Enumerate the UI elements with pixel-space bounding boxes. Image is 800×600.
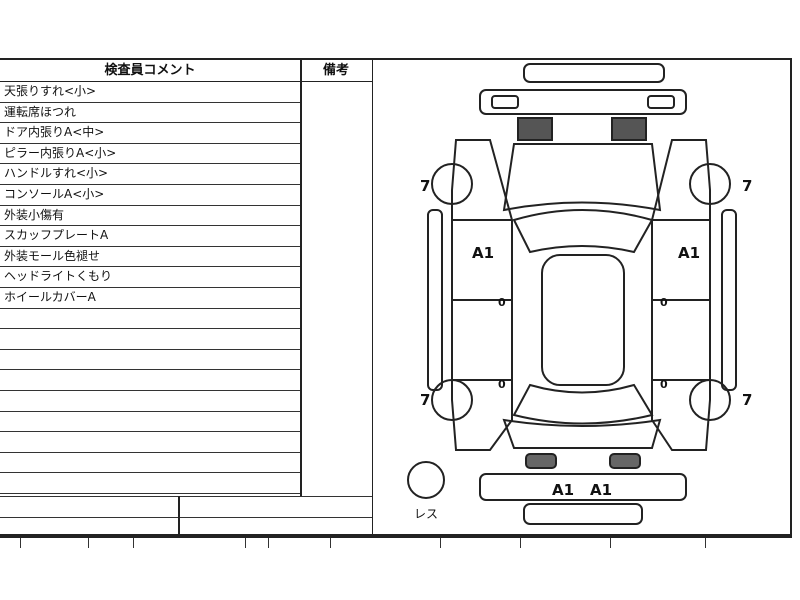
left-side-sill <box>427 209 443 391</box>
rear-bumper-bottom <box>523 503 643 525</box>
comment-row: ハンドルすれ<小> <box>0 164 300 185</box>
panel-mark-label: A1 <box>678 244 700 262</box>
divider <box>0 517 372 519</box>
front-bumper-top <box>523 63 665 83</box>
front-left-wheel <box>431 163 473 205</box>
comment-row <box>0 309 300 330</box>
comment-row: スカッフプレートA <box>0 226 300 247</box>
column-divider <box>300 482 302 496</box>
footer-strip <box>0 536 792 550</box>
headlight-right <box>611 117 647 141</box>
comment-row: コンソールA<小> <box>0 185 300 206</box>
comment-row <box>0 453 300 474</box>
taillight-left <box>525 453 557 469</box>
inspector-comment-table: 検査員コメント 備考 天張りすれ<小>運転席ほつれドア内張りA<中>ピラー内張り… <box>0 60 373 536</box>
spare-tire <box>407 461 445 499</box>
comment-header: 検査員コメント <box>0 60 300 82</box>
wheel-mark-label: 7 <box>742 391 752 409</box>
trunk <box>502 418 662 449</box>
hood <box>502 143 662 212</box>
divider <box>0 496 372 498</box>
comment-row: 外装モール色褪せ <box>0 247 300 268</box>
wheel-mark-label: 7 <box>742 177 752 195</box>
roof <box>541 254 625 386</box>
left-side-body <box>451 139 513 451</box>
spare-tire-label: レス <box>414 507 438 521</box>
comment-row <box>0 329 300 350</box>
comment-row: 外装小傷有 <box>0 206 300 227</box>
comment-row: 天張りすれ<小> <box>0 82 300 103</box>
comment-row <box>0 350 300 371</box>
inspection-sheet: 検査員コメント 備考 天張りすれ<小>運転席ほつれドア内張りA<中>ピラー内張り… <box>0 58 792 536</box>
comment-row: ドア内張りA<中> <box>0 123 300 144</box>
rear-right-wheel <box>689 379 731 421</box>
wheel-mark-label: 7 <box>420 177 430 195</box>
comment-row <box>0 370 300 391</box>
comment-row <box>0 432 300 453</box>
small-mark-label: 0 <box>498 296 506 309</box>
small-mark-label: 0 <box>660 296 668 309</box>
right-side-sill <box>721 209 737 391</box>
comment-row <box>0 473 300 494</box>
remarks-header: 備考 <box>300 60 372 82</box>
small-mark-label: 0 <box>498 378 506 391</box>
front-bumper <box>479 89 687 115</box>
comment-row <box>0 391 300 412</box>
taillight-right <box>609 453 641 469</box>
comment-row: ホイールカバーA <box>0 288 300 309</box>
comment-row: 運転席ほつれ <box>0 103 300 124</box>
windshield <box>512 209 654 254</box>
wheel-mark-label: 7 <box>420 391 430 409</box>
comment-row <box>0 412 300 433</box>
rear-left-wheel <box>431 379 473 421</box>
rear-window <box>512 383 654 425</box>
rear-bumper <box>479 473 687 501</box>
front-right-wheel <box>689 163 731 205</box>
column-divider <box>178 496 180 536</box>
panel-mark-label: A1 <box>552 481 574 499</box>
column-divider <box>300 60 302 482</box>
right-side-body <box>651 139 711 451</box>
headlight-left <box>517 117 553 141</box>
small-mark-label: 0 <box>660 378 668 391</box>
comment-row: ヘッドライトくもり <box>0 267 300 288</box>
comment-row: ピラー内張りA<小> <box>0 144 300 165</box>
panel-mark-label: A1 <box>472 244 494 262</box>
panel-mark-label: A1 <box>590 481 612 499</box>
